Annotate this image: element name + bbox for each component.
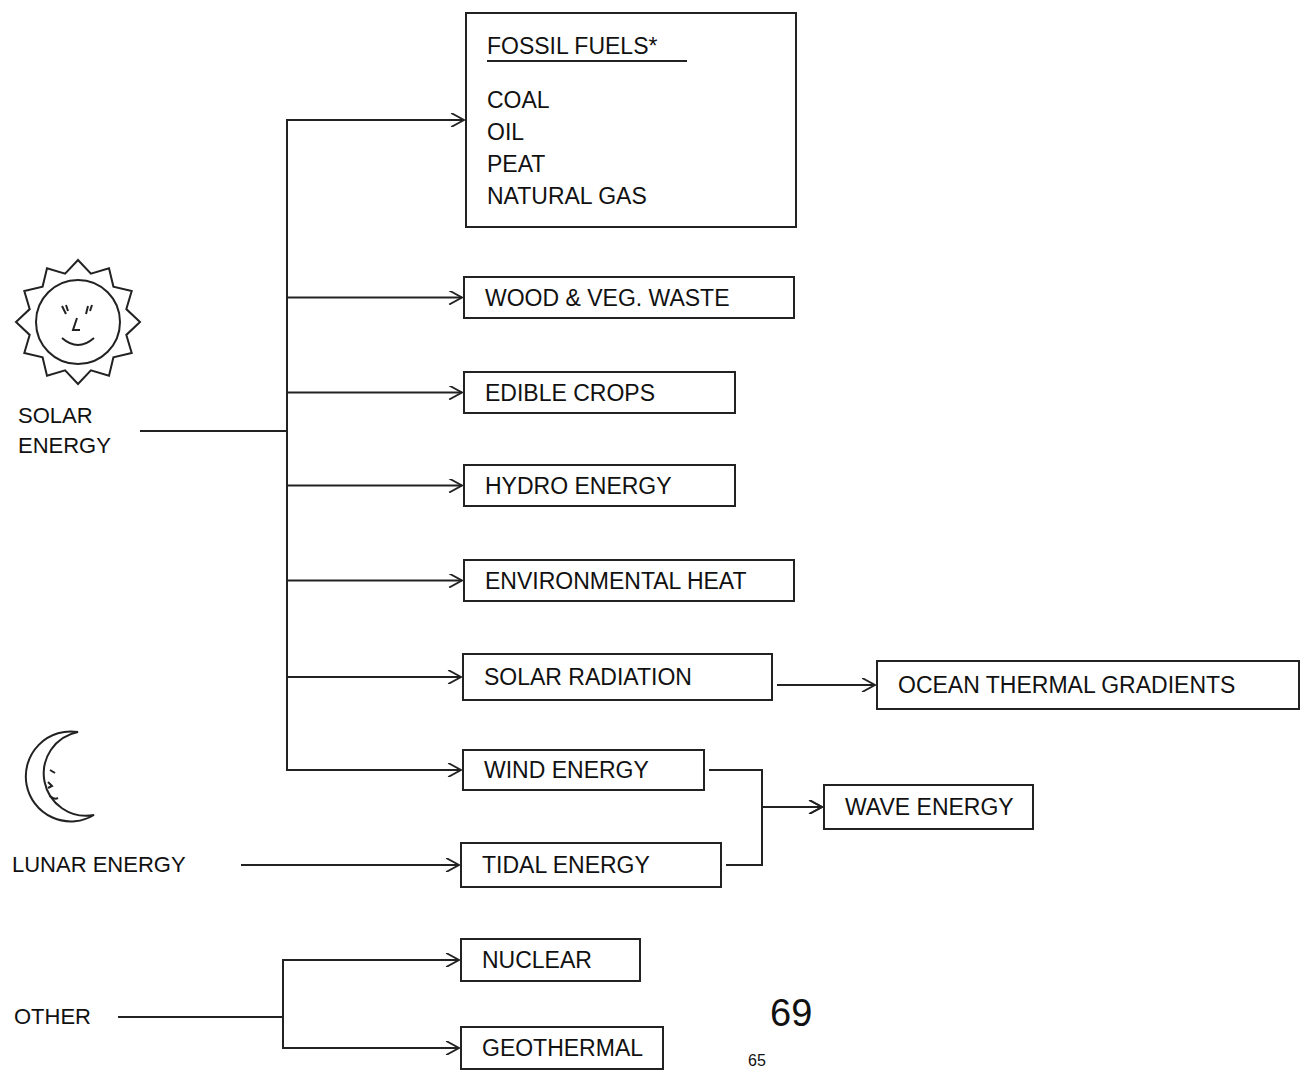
page-number: 65 xyxy=(748,1052,766,1070)
energy-box: WIND ENERGY xyxy=(462,749,705,791)
flow-arrow xyxy=(140,431,462,486)
energy-box: OCEAN THERMAL GRADIENTS xyxy=(876,660,1300,710)
energy-box: TIDAL ENERGY xyxy=(460,842,722,888)
flow-arrow xyxy=(777,684,875,686)
fossil-fuel-box: FOSSIL FUELS* COALOILPEATNATURAL GAS xyxy=(465,12,797,228)
source-label: SOLAR ENERGY xyxy=(18,398,136,464)
node-label: OCEAN THERMAL GRADIENTS xyxy=(898,671,1235,699)
sun-rays xyxy=(16,260,140,384)
source-label: OTHER xyxy=(14,1000,114,1034)
sun-disc xyxy=(36,280,120,364)
energy-box: WAVE ENERGY xyxy=(823,784,1034,830)
list-item: COAL xyxy=(487,84,550,116)
page-mark: 69 xyxy=(770,992,812,1035)
node-label: GEOTHERMAL xyxy=(482,1034,643,1062)
node-label: HYDRO ENERGY xyxy=(485,472,672,500)
list-item: NATURAL GAS xyxy=(487,180,647,212)
node-label: WIND ENERGY xyxy=(484,756,649,784)
flow-arrow xyxy=(709,770,822,807)
flow-arrow xyxy=(726,807,822,865)
flow-arrow xyxy=(118,960,459,1017)
node-label: LUNAR ENERGY xyxy=(12,851,186,879)
flow-arrow xyxy=(140,431,461,677)
node-label: SOLAR RADIATION xyxy=(484,663,692,691)
flow-arrow xyxy=(140,393,462,432)
node-label: NUCLEAR xyxy=(482,946,592,974)
flow-arrow xyxy=(140,431,461,770)
energy-box: ENVIRONMENTAL HEAT xyxy=(463,559,795,602)
flow-arrow xyxy=(140,431,462,581)
energy-box: EDIBLE CROPS xyxy=(463,371,736,414)
energy-box: HYDRO ENERGY xyxy=(463,464,736,507)
moon-crescent xyxy=(26,731,94,821)
sun-eyes xyxy=(62,305,92,314)
box-heading: FOSSIL FUELS* xyxy=(487,32,687,62)
sun-smile xyxy=(62,338,94,345)
node-label: EDIBLE CROPS xyxy=(485,379,655,407)
list-item: PEAT xyxy=(487,148,545,180)
node-label: OTHER xyxy=(14,1003,91,1031)
sun-illustration xyxy=(16,260,140,384)
list-item: OIL xyxy=(487,116,524,148)
flow-arrow xyxy=(140,120,464,431)
energy-box: SOLAR RADIATION xyxy=(462,653,773,701)
moon-face xyxy=(48,770,58,799)
sun-nose xyxy=(73,318,80,330)
energy-box: WOOD & VEG. WASTE xyxy=(463,276,795,319)
energy-box: NUCLEAR xyxy=(460,938,641,982)
node-label: SOLAR ENERGY xyxy=(18,401,136,461)
node-label: WAVE ENERGY xyxy=(845,793,1014,821)
source-label: LUNAR ENERGY xyxy=(12,848,237,882)
flow-arrow xyxy=(118,1017,459,1048)
node-label: ENVIRONMENTAL HEAT xyxy=(485,567,747,595)
flow-arrow xyxy=(241,864,459,866)
energy-box: GEOTHERMAL xyxy=(460,1026,664,1070)
node-label: WOOD & VEG. WASTE xyxy=(485,284,730,312)
flow-arrow xyxy=(140,298,462,432)
node-label: TIDAL ENERGY xyxy=(482,851,650,879)
moon-illustration xyxy=(26,731,94,821)
